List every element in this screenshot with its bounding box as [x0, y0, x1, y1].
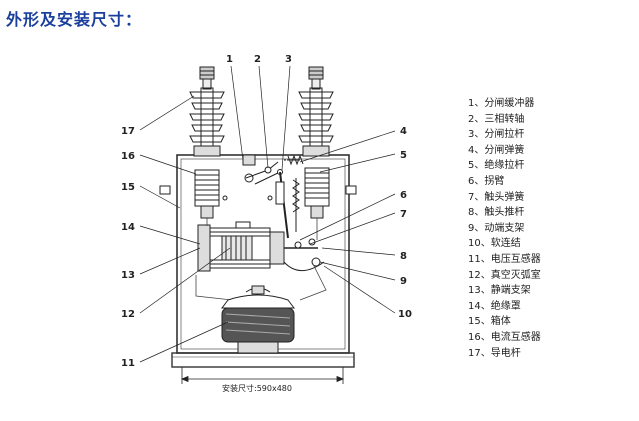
left-current-transformer — [194, 169, 220, 219]
left-bushing — [189, 66, 225, 157]
right-bushing — [298, 66, 334, 157]
callout-4: 4 — [400, 126, 407, 137]
page-title: 外形及安装尺寸： — [6, 10, 143, 29]
voltage-transformer — [221, 285, 295, 354]
legend-item: 13、静端支架 — [468, 285, 531, 297]
dimension-line — [180, 367, 345, 384]
callout-10: 10 — [398, 309, 412, 320]
parts-legend: 1、分闸缓冲器 2、三相转轴 3、分闸拉杆 4、分闸弹簧 5、绝缘拉杆 6、拐臂… — [468, 96, 541, 361]
legend-item: 7、触头弹簧 — [468, 191, 525, 203]
legend-item: 5、绝缘拉杆 — [468, 160, 525, 172]
legend-item: 8、触头推杆 — [468, 207, 525, 219]
callout-14: 14 — [121, 222, 135, 233]
legend-item: 9、动端支架 — [468, 222, 525, 234]
callout-5: 5 — [400, 150, 407, 161]
callout-17: 17 — [121, 126, 135, 137]
callout-12: 12 — [121, 309, 135, 320]
callout-11: 11 — [121, 358, 135, 369]
callout-13: 13 — [121, 270, 135, 281]
legend-item: 1、分闸缓冲器 — [468, 98, 535, 109]
dimension-label: 安装尺寸:590x480 — [222, 383, 292, 393]
legend-item: 15、箱体 — [468, 316, 511, 328]
callout-6: 6 — [400, 190, 407, 201]
vacuum-interrupter — [197, 221, 325, 272]
callout-9: 9 — [400, 276, 407, 287]
legend-item: 6、拐臂 — [468, 175, 505, 187]
legend-item: 4、分闸弹簧 — [468, 144, 525, 156]
callout-16: 16 — [121, 151, 135, 162]
right-current-transformer — [304, 167, 330, 219]
callout-3: 3 — [285, 54, 292, 65]
legend-item: 12、真空灭弧室 — [468, 269, 541, 281]
callout-1: 1 — [226, 54, 233, 65]
legend-item: 16、电流互感器 — [468, 331, 541, 343]
callout-15: 15 — [121, 182, 135, 193]
legend-item: 2、三相转轴 — [468, 113, 525, 125]
legend-item: 11、电压互感器 — [468, 253, 541, 265]
legend-item: 10、软连结 — [468, 238, 521, 250]
legend-item: 3、分闸拉杆 — [468, 129, 525, 141]
legend-item: 17、导电杆 — [468, 347, 521, 359]
callout-7: 7 — [400, 209, 407, 220]
legend-item: 14、绝缘罩 — [468, 300, 521, 312]
base-plate — [171, 352, 355, 368]
operating-mechanism — [159, 154, 357, 239]
callout-2: 2 — [254, 54, 261, 65]
callout-8: 8 — [400, 251, 407, 262]
